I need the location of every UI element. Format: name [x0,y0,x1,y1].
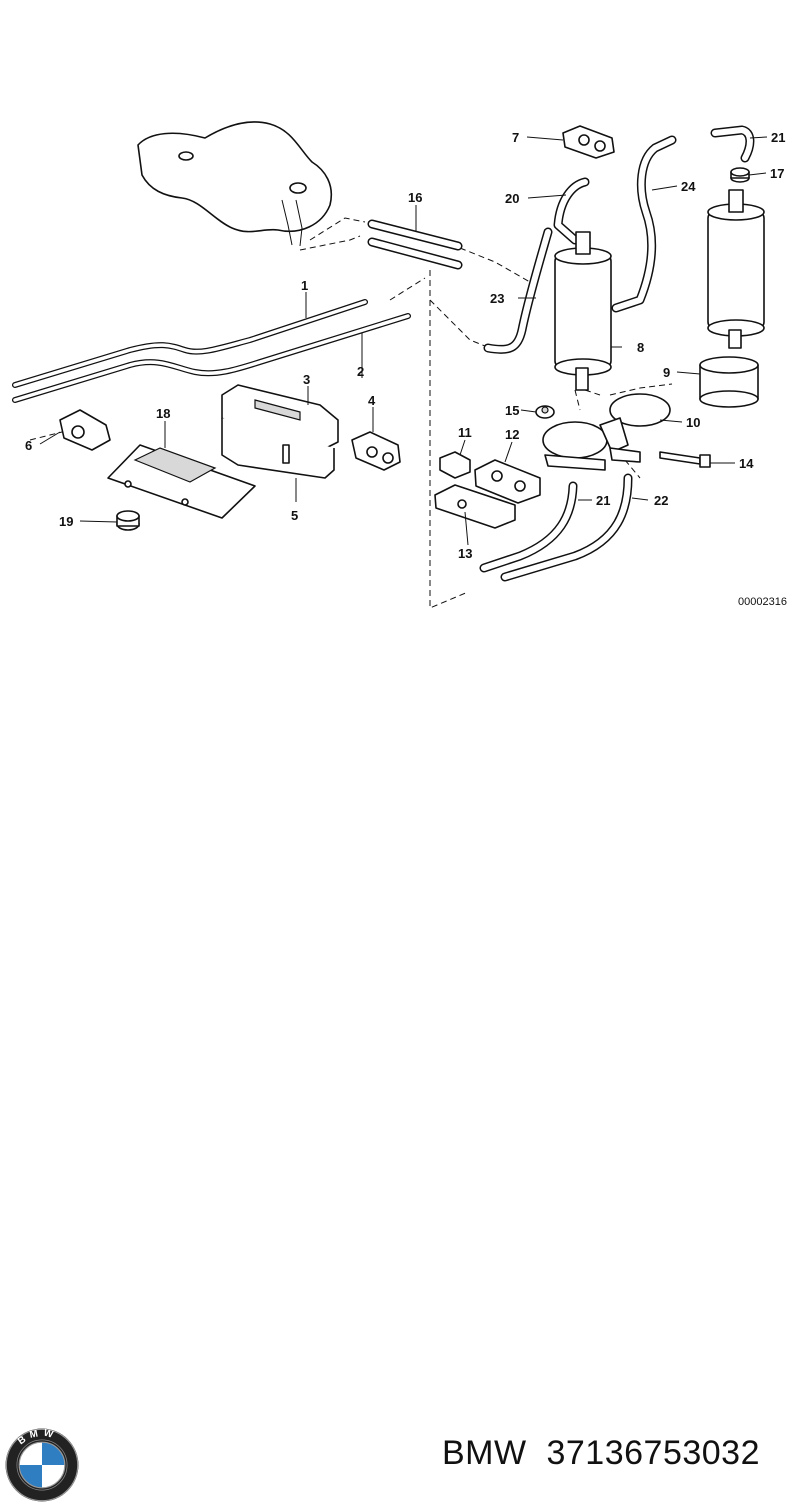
part-caption: BMW 37136753032 [442,1434,760,1473]
callout-19: 19 [59,514,73,529]
callout-8: 8 [637,340,644,355]
part-18-plate [107,444,256,519]
part-17-ring [730,167,750,183]
right-fuel-filter [707,189,765,349]
callout-16: 16 [408,190,422,205]
callout-9: 9 [663,365,670,380]
callout-2: 2 [357,364,364,379]
part-4-clip [351,431,401,471]
callout-12: 12 [505,427,519,442]
part-16-tubes [367,219,463,270]
part-9-sleeve [699,356,759,408]
fuel-pipes [12,299,411,403]
lower-hoses [479,473,633,582]
footer: BMW BMW 37136753032 [0,700,800,1502]
drawing-id: 00002316 [738,596,787,608]
callout-22: 22 [654,493,668,508]
part-6-clip [59,409,111,451]
part-20-hose [553,177,590,245]
brand-name: BMW [441,1434,527,1472]
bmw-roundel-icon: BMW [5,1428,79,1502]
callout-labels: 1 2 3 4 5 6 7 8 9 10 11 12 13 14 15 16 1… [25,130,785,561]
part-24-hose [611,135,677,313]
parts-diagram: 1 2 3 4 5 6 7 8 9 10 11 12 13 14 15 16 1… [12,121,787,609]
callout-10: 10 [686,415,700,430]
callout-15: 15 [505,403,519,418]
part-10-clamp [542,393,671,471]
part-21-top-hose [710,125,755,163]
callout-21-top: 21 [771,130,785,145]
callout-leaders [39,136,768,546]
callout-11: 11 [458,425,472,440]
part-3-holder [221,384,339,479]
fuel-tank-outline [137,121,332,247]
callout-4: 4 [368,393,376,408]
callout-13: 13 [458,546,472,561]
callout-14: 14 [739,456,754,471]
part-23-hose [483,227,553,354]
part-12-clip [474,459,541,504]
callout-5: 5 [291,508,298,523]
part-15-bushing [535,405,555,419]
callout-20: 20 [505,191,519,206]
part-11-clip [439,451,471,479]
callout-21-bottom: 21 [596,493,610,508]
callout-6: 6 [25,438,32,453]
part-19-nut [116,510,140,531]
callout-23: 23 [490,291,504,306]
callout-24: 24 [681,179,696,194]
part-8-fuel-filter [554,231,612,391]
callout-1: 1 [301,278,308,293]
part-13-bracket [434,484,516,529]
callout-7: 7 [512,130,519,145]
callout-18: 18 [156,406,170,421]
part-14-bolt [659,451,711,468]
part-7-clip [562,125,615,159]
part-number: 37136753032 [546,1434,760,1472]
callout-3: 3 [303,372,310,387]
callout-17: 17 [770,166,784,181]
